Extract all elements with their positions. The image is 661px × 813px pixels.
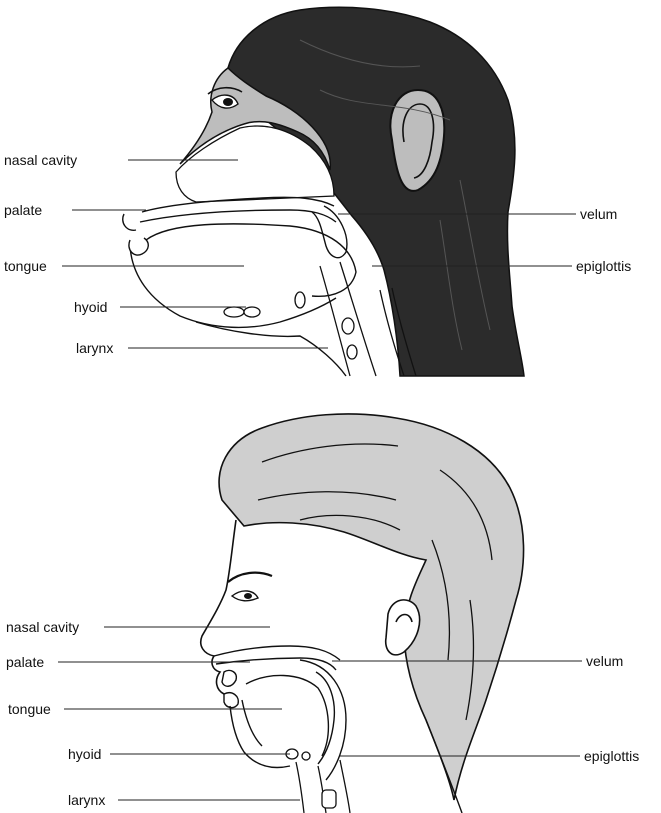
top-label-epiglottis: epiglottis — [576, 258, 631, 274]
top-label-larynx: larynx — [76, 340, 113, 356]
human-velum — [300, 660, 346, 780]
top-label-tongue: tongue — [4, 258, 47, 274]
top-label-palate: palate — [4, 202, 42, 218]
bottom-label-epiglottis: epiglottis — [584, 748, 639, 764]
top-label-velum: velum — [580, 206, 617, 222]
human-hair — [219, 414, 523, 800]
human-tongue — [246, 675, 328, 756]
bottom-label-larynx: larynx — [68, 792, 105, 808]
human-face-profile — [201, 520, 236, 694]
bottom-label-hyoid: hyoid — [68, 746, 101, 762]
bottom-label-palate: palate — [6, 654, 44, 670]
human-lips-jaw — [222, 670, 290, 767]
human-eye — [228, 573, 272, 601]
bottom-label-nasal-cavity: nasal cavity — [6, 619, 79, 635]
top-label-nasal-cavity: nasal cavity — [4, 152, 77, 168]
human-palate — [216, 658, 336, 670]
human-larynx — [296, 760, 350, 813]
bottom-label-tongue: tongue — [8, 701, 51, 717]
bottom-label-velum: velum — [586, 653, 623, 669]
top-label-hyoid: hyoid — [74, 299, 107, 315]
